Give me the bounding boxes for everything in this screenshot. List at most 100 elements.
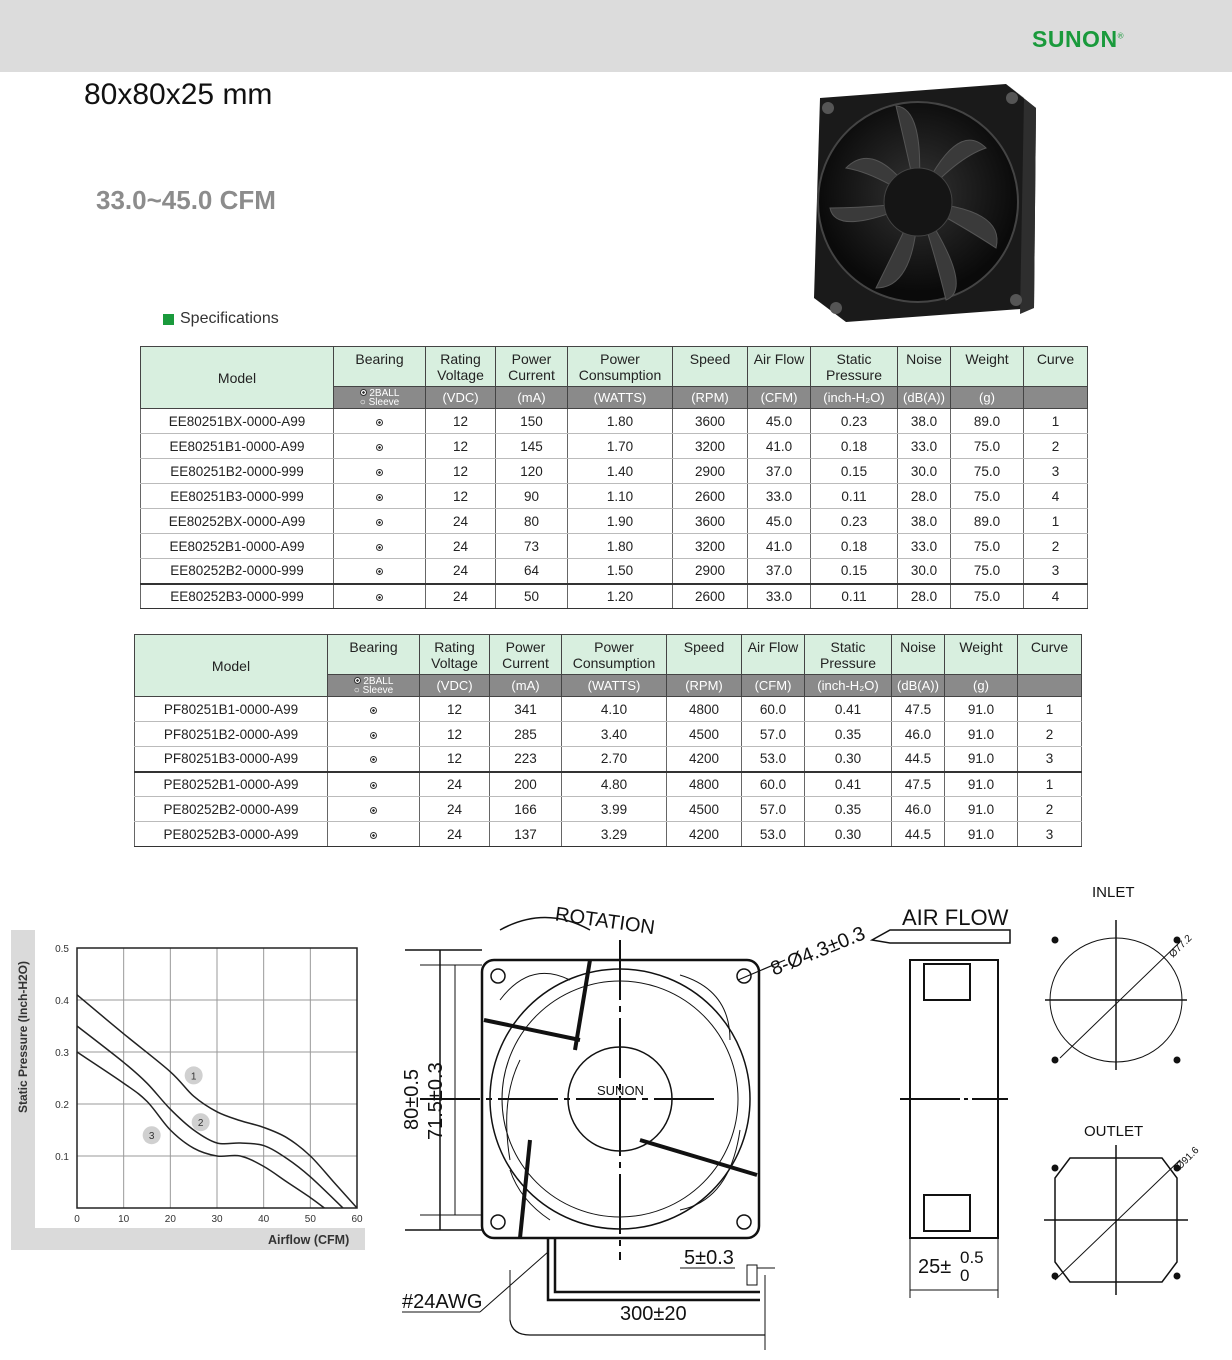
specifications-label: Specifications [180, 310, 279, 327]
value-cell: 223 [489, 746, 562, 772]
model-cell: EE80251B1-0000-A99 [140, 433, 334, 459]
ball-bearing-icon [376, 468, 383, 476]
header-model: Model [140, 346, 334, 409]
x-tick-label: 60 [351, 1214, 363, 1225]
value-cell: 24 [425, 533, 496, 559]
value-cell: 2600 [672, 483, 748, 509]
header-unit: (inch-H₂O) [810, 386, 898, 409]
value-cell: 12 [419, 746, 490, 772]
header-col: Speed [666, 634, 742, 675]
bearing-cell [333, 458, 426, 484]
value-cell: 28.0 [897, 582, 951, 609]
model-cell: EE80251BX-0000-A99 [140, 408, 334, 434]
curve-3 [76, 1051, 325, 1209]
ball-bearing-icon [370, 706, 377, 714]
header-unit: (RPM) [666, 674, 742, 697]
holes-label: 8-Ø4.3±0.3 [768, 923, 869, 981]
header-col: Weight [950, 346, 1024, 387]
header-unit: (mA) [495, 386, 568, 409]
bearing-cell [327, 821, 420, 847]
header-unit: (CFM) [747, 386, 811, 409]
value-cell: 0.11 [810, 483, 898, 509]
value-cell: 41.0 [747, 533, 811, 559]
value-cell: 1.80 [567, 408, 673, 434]
value-cell: 2 [1017, 796, 1082, 822]
value-cell: 46.0 [891, 796, 945, 822]
value-cell: 4800 [666, 696, 742, 722]
ball-bearing-icon [376, 443, 383, 451]
value-cell: 3200 [672, 433, 748, 459]
value-cell: 12 [425, 433, 496, 459]
header-col: Speed [672, 346, 748, 387]
bearing-cell [327, 696, 420, 722]
value-cell: 33.0 [897, 533, 951, 559]
value-cell: 3 [1017, 746, 1082, 772]
value-cell: 24 [425, 508, 496, 534]
x-tick-label: 20 [165, 1214, 177, 1225]
header-unit [1023, 386, 1088, 409]
value-cell: 1 [1017, 770, 1082, 797]
value-cell: 30.0 [897, 558, 951, 584]
value-cell: 91.0 [944, 746, 1018, 772]
value-cell: 37.0 [747, 458, 811, 484]
chart-ylabel-band [11, 930, 35, 1250]
header-col: Rating Voltage [425, 346, 496, 387]
ball-bearing-icon [376, 593, 383, 601]
ball-bearing-icon [370, 731, 377, 739]
chart-x-label: Airflow (CFM) [268, 1233, 350, 1247]
model-cell: PE80252B1-0000-A99 [134, 770, 328, 797]
lead-length-label: 300±20 [620, 1303, 687, 1325]
strip-length-label: 5±0.3 [684, 1247, 734, 1269]
value-cell: 91.0 [944, 821, 1018, 847]
value-cell: 3 [1017, 821, 1082, 847]
curve-1 [76, 994, 358, 1209]
legend-sleeve: Sleeve [362, 684, 394, 696]
value-cell: 1 [1023, 408, 1088, 434]
header-unit: (CFM) [741, 674, 805, 697]
value-cell: 47.5 [891, 696, 945, 722]
model-cell: EE80251B2-0000-999 [140, 458, 334, 484]
x-tick-label: 10 [118, 1214, 130, 1225]
value-cell: 73 [495, 533, 568, 559]
model-cell: PF80251B3-0000-A99 [134, 746, 328, 772]
legend-sleeve: Sleeve [368, 396, 400, 408]
airflow-range: 33.0~45.0 CFM [96, 185, 276, 215]
bearing-cell [333, 533, 426, 559]
bearing-cell [333, 408, 426, 434]
page-title: 80x80x25 mm [84, 78, 273, 111]
ball-bearing-icon [376, 568, 383, 576]
specifications-heading: Specifications [163, 310, 279, 328]
value-cell: 4500 [666, 796, 742, 822]
value-cell: 53.0 [741, 821, 805, 847]
value-cell: 33.0 [747, 483, 811, 509]
legend-ball: 2BALL [363, 675, 394, 687]
value-cell: 2.70 [561, 746, 667, 772]
header-unit [1017, 674, 1082, 697]
header-unit: (VDC) [425, 386, 496, 409]
brand-mark: ® [1117, 31, 1124, 41]
ball-bearing-icon [376, 493, 383, 501]
airflow-arrow-icon [869, 929, 1011, 944]
value-cell: 3.99 [561, 796, 667, 822]
value-cell: 75.0 [950, 483, 1024, 509]
x-tick-label: 30 [211, 1214, 223, 1225]
bearing-cell [333, 558, 426, 584]
value-cell: 2900 [672, 558, 748, 584]
value-cell: 1.90 [567, 508, 673, 534]
bearing-cell [333, 433, 426, 459]
value-cell: 137 [489, 821, 562, 847]
value-cell: 24 [425, 582, 496, 609]
value-cell: 3 [1023, 458, 1088, 484]
curve-label-3: 3 [149, 1131, 155, 1142]
